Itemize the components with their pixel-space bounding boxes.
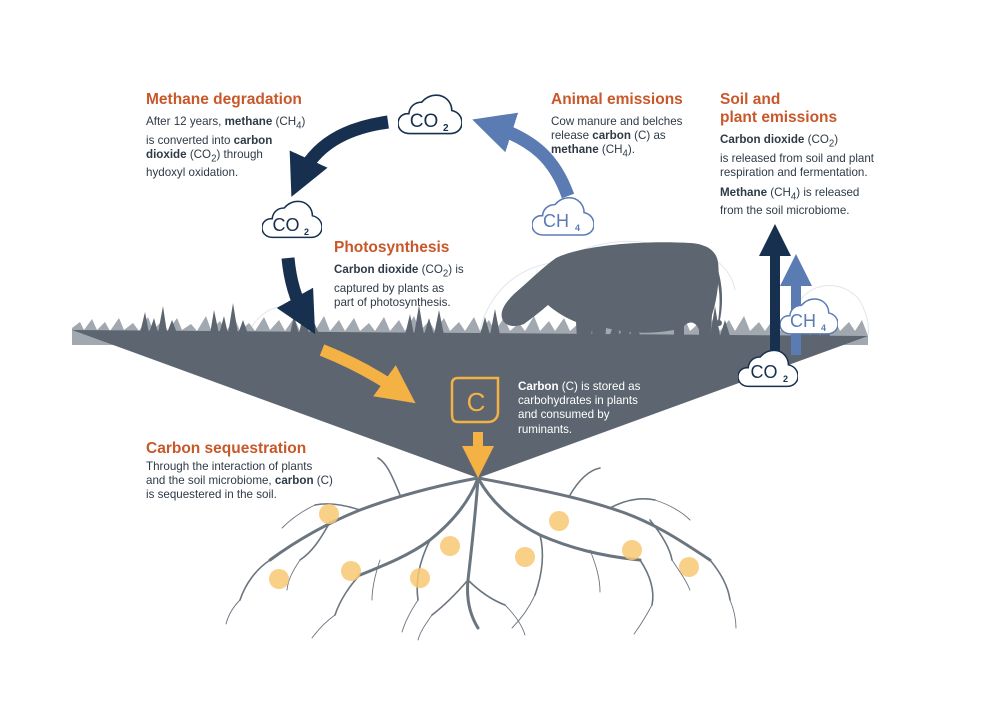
root-system [225, 457, 737, 641]
co2-subscript: 2 [783, 374, 788, 384]
ch4-label: CH [790, 311, 816, 331]
photosynthesis-title: Photosynthesis [334, 239, 450, 256]
arrow-photosynthesis [276, 257, 316, 335]
methane-degradation-block: Methane degradation After 12 years, meth… [146, 91, 346, 180]
arrow-animal-emissions [472, 112, 575, 199]
co2-label: CO [410, 111, 439, 132]
methane-degradation-text: After 12 years, methane (CH4) is convert… [146, 115, 306, 180]
animal-emissions-title: Animal emissions [551, 91, 683, 108]
animal-emissions-block: Animal emissions Cow manure and belches … [551, 91, 721, 162]
photosynthesis-block: Photosynthesis Carbon dioxide (CO2) is c… [334, 239, 504, 310]
methane-degradation-title: Methane degradation [146, 91, 302, 108]
ch4-label: CH [543, 211, 569, 231]
co2-label: CO [751, 362, 778, 382]
cow-silhouette [501, 242, 723, 356]
carbon-dots [269, 504, 699, 589]
co2-label: CO [273, 215, 300, 235]
ch4-cloud-icon: CH 4 [532, 196, 594, 236]
arrow-co2-to-atmosphere [289, 115, 389, 197]
ground-wedge [72, 330, 868, 478]
ch4-cloud-icon: CH 4 [780, 298, 838, 335]
ch4-subscript: 4 [821, 323, 826, 333]
photosynthesis-text: Carbon dioxide (CO2) is captured by plan… [334, 263, 464, 309]
co2-cloud-icon: CO 2 [738, 350, 798, 388]
co2-cloud-icon: CO 2 [262, 200, 322, 239]
carbon-sequestration-title: Carbon sequestration [146, 440, 307, 457]
co2-cloud-icon: CO 2 [398, 94, 462, 135]
soil-plant-emissions-text-ch4: Methane (CH4) is released from the soil … [720, 185, 860, 218]
carbon-sequestration-block: Carbon sequestration Through the interac… [146, 440, 376, 503]
soil-plant-emissions-text-co2: Carbon dioxide (CO2) is released from so… [720, 133, 875, 179]
carbon-storage-text: Carbon (C) is stored as carbohydrates in… [518, 380, 641, 436]
carbon-badge-icon: C [450, 376, 500, 424]
carbon-symbol: C [467, 387, 486, 417]
animal-emissions-text: Cow manure and belches release carbon (C… [551, 115, 683, 160]
co2-subscript: 2 [304, 227, 309, 237]
co2-subscript: 2 [443, 123, 449, 134]
arrow-plants-to-carbon [319, 344, 416, 404]
ch4-subscript: 4 [575, 223, 580, 233]
carbon-sequestration-text: Through the interaction of plants and th… [146, 460, 333, 502]
